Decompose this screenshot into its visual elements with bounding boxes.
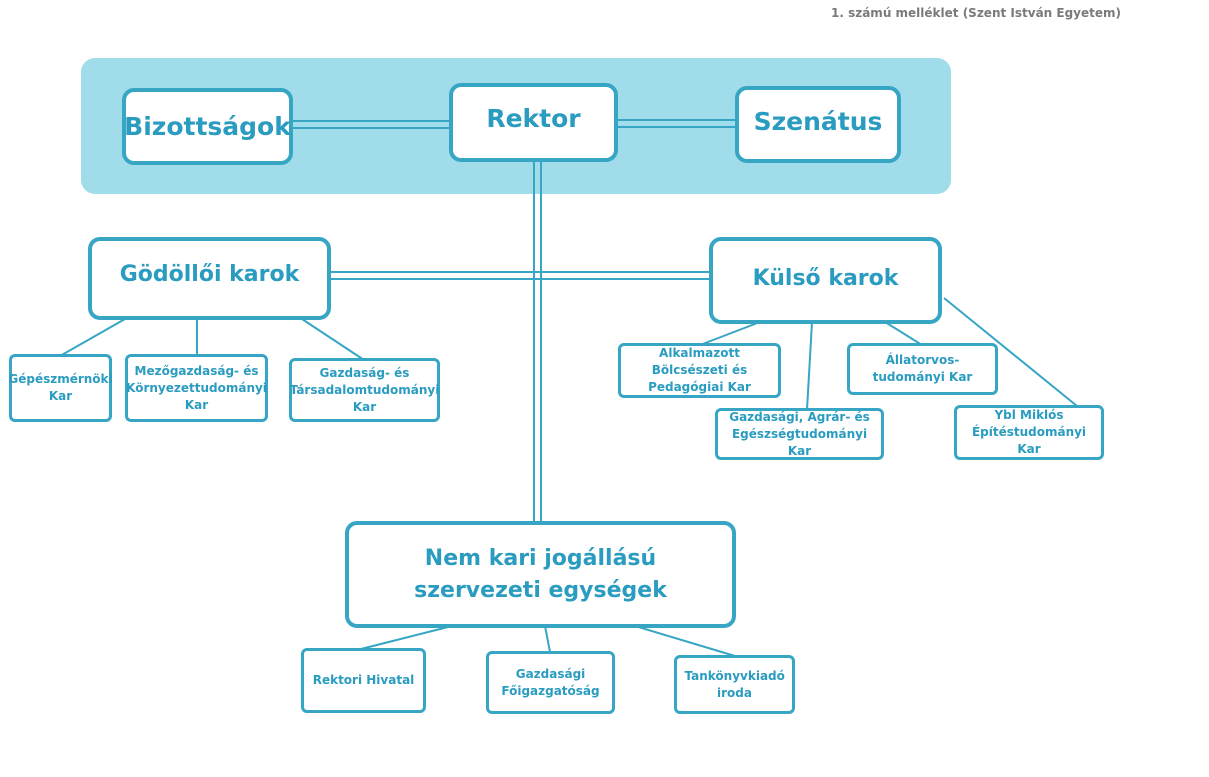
connector-nemkari-3 bbox=[634, 625, 736, 657]
rektor-label: Rektor bbox=[486, 104, 581, 133]
faculty-label: Gépészmérnöki Kar bbox=[8, 372, 113, 403]
faculty-gazdasagi-agrar: Gazdasági, Agrár- és Egészségtudományi K… bbox=[715, 408, 884, 460]
faculty-mezogazdasag: Mezőgazdaság- és Környezettudományi Kar bbox=[125, 354, 268, 422]
faculty-allatorvos: Állatorvos-tudományi Kar bbox=[847, 343, 998, 395]
connector-kulso-2 bbox=[806, 321, 813, 411]
unit-tankonyvkiado: Tankönyvkiadó iroda bbox=[674, 655, 795, 714]
faculty-ybl-miklos: Ybl Miklós Építéstudományi Kar bbox=[954, 405, 1104, 460]
kulso-karok-box: Külső karok bbox=[709, 237, 942, 324]
bizottsagok-label: Bizottságok bbox=[124, 112, 291, 141]
faculty-label: Gazdasági, Agrár- és Egészségtudományi K… bbox=[729, 409, 870, 458]
connector-kulso-4 bbox=[943, 297, 1078, 407]
connector-nemkari-2 bbox=[544, 625, 551, 653]
bizottsagok-box: Bizottságok bbox=[122, 88, 293, 165]
unit-label: Gazdasági Főigazgatóság bbox=[501, 666, 600, 698]
faculty-gepeszmernoki: Gépészmérnöki Kar bbox=[8, 354, 113, 422]
connector-kulso-1 bbox=[699, 321, 761, 346]
connector-godolloi-1 bbox=[59, 318, 126, 357]
rektor-box: Rektor bbox=[449, 83, 618, 162]
szenatus-box: Szenátus bbox=[735, 86, 901, 163]
faculty-label: Alkalmazott Bölcsészeti és Pedagógiai Ka… bbox=[648, 346, 751, 394]
godolloi-karok-label: Gödöllői karok bbox=[119, 262, 300, 287]
nem-kari-box: Nem kari jogállású szervezeti egységek bbox=[345, 521, 736, 628]
document-caption: 1. számú melléklet (Szent István Egyetem… bbox=[831, 6, 1121, 20]
faculty-alkalmazott-bolcseszeti: Alkalmazott Bölcsészeti és Pedagógiai Ka… bbox=[618, 343, 781, 398]
faculty-label: Állatorvos-tudományi Kar bbox=[872, 353, 973, 384]
connector-godolloi-3 bbox=[301, 318, 365, 361]
godolloi-karok-box: Gödöllői karok bbox=[88, 237, 331, 320]
szenatus-label: Szenátus bbox=[753, 107, 883, 136]
faculty-label: Mezőgazdaság- és Környezettudományi Kar bbox=[126, 363, 267, 412]
faculty-label: Gazdaság- és Társadalomtudományi Kar bbox=[289, 365, 440, 414]
unit-label: Rektori Hivatal bbox=[312, 673, 415, 687]
unit-label: Tankönyvkiadó iroda bbox=[684, 668, 785, 700]
nem-kari-label: Nem kari jogállású szervezeti egységek bbox=[414, 545, 667, 603]
faculty-gazdasag-tarsadalom: Gazdaság- és Társadalomtudományi Kar bbox=[289, 358, 440, 422]
faculty-label: Ybl Miklós Építéstudományi Kar bbox=[971, 408, 1087, 456]
unit-rektori-hivatal: Rektori Hivatal bbox=[301, 648, 426, 713]
connector-nemkari-1 bbox=[356, 625, 453, 651]
connector-kulso-3 bbox=[884, 321, 923, 346]
unit-gazdasagi-foigazgatosag: Gazdasági Főigazgatóság bbox=[486, 651, 615, 714]
kulso-karok-label: Külső karok bbox=[752, 266, 899, 291]
